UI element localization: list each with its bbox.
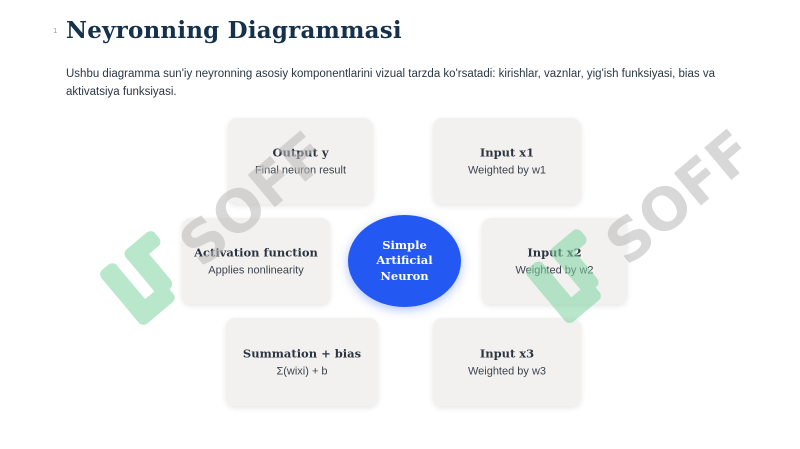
node-input-x2-title: Input x2 (527, 245, 582, 260)
node-input-x3-title: Input x3 (479, 346, 535, 361)
node-summation-title: Summation + bias (242, 346, 362, 361)
node-output-subtitle: Final neuron result (254, 164, 347, 177)
node-input-x1-title: Input x1 (479, 145, 535, 160)
node-output-title: Output y (272, 145, 329, 160)
node-input-x2: Input x2 Weighted by w2 (482, 218, 627, 304)
node-summation: Summation + bias Σ(wixi) + b (226, 318, 378, 406)
page-title: Neyronning Diagrammasi (66, 17, 402, 44)
node-input-x1-subtitle: Weighted by w1 (467, 164, 547, 177)
node-activation-subtitle: Applies nonlinearity (208, 264, 304, 277)
node-input-x3: Input x3 Weighted by w3 (433, 318, 581, 406)
page-marker: 1 (53, 27, 58, 35)
center-neuron: Simple Artificial Neuron (348, 215, 461, 307)
node-input-x2-subtitle: Weighted by w2 (515, 264, 594, 277)
node-input-x1: Input x1 Weighted by w1 (433, 118, 581, 204)
node-input-x3-subtitle: Weighted by w3 (467, 365, 547, 378)
node-summation-subtitle: Σ(wixi) + b (276, 365, 328, 378)
node-activation: Activation function Applies nonlinearity (182, 218, 330, 304)
diagram-description: Ushbu diagramma sun'iy neyronning asosiy… (66, 68, 715, 98)
center-neuron-label: Simple Artificial Neuron (376, 237, 433, 283)
node-activation-title: Activation function (194, 245, 318, 260)
node-output: Output y Final neuron result (228, 118, 373, 204)
